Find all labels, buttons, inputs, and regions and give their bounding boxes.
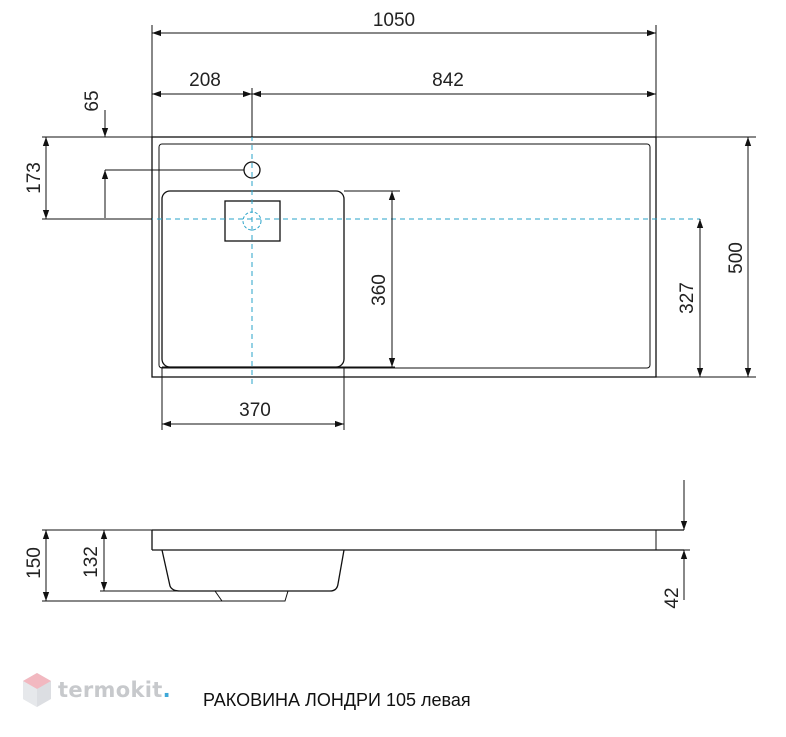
top-view: 1050 208 842 65 173 500 360 327 370 [24,10,756,430]
dim-360: 360 [369,274,390,306]
countertop-inner-edge [158,143,651,369]
dim-370: 370 [239,400,271,421]
dim-208: 208 [189,70,221,91]
hexagon-logo-icon [23,673,51,707]
dim-42: 42 [662,587,683,608]
dim-327: 327 [677,282,698,314]
logo-dot: . [162,678,171,702]
dim-500: 500 [726,242,747,274]
side-bowl-profile [161,549,345,592]
termokit-logo: termokit. [22,672,171,708]
logo-text: termokit. [58,678,171,702]
dim-132: 132 [81,546,102,578]
bowl-outline [161,190,345,368]
dim-1050: 1050 [373,10,415,31]
dim-150: 150 [24,547,45,579]
side-drain-profile [214,590,289,602]
side-view: 150 132 42 [24,480,690,609]
dim-65: 65 [82,90,103,111]
countertop-outline [151,136,657,378]
dim-173: 173 [24,162,45,194]
dim-842: 842 [432,70,464,91]
product-caption: РАКОВИНА ЛОНДРИ 105 левая [203,690,471,710]
